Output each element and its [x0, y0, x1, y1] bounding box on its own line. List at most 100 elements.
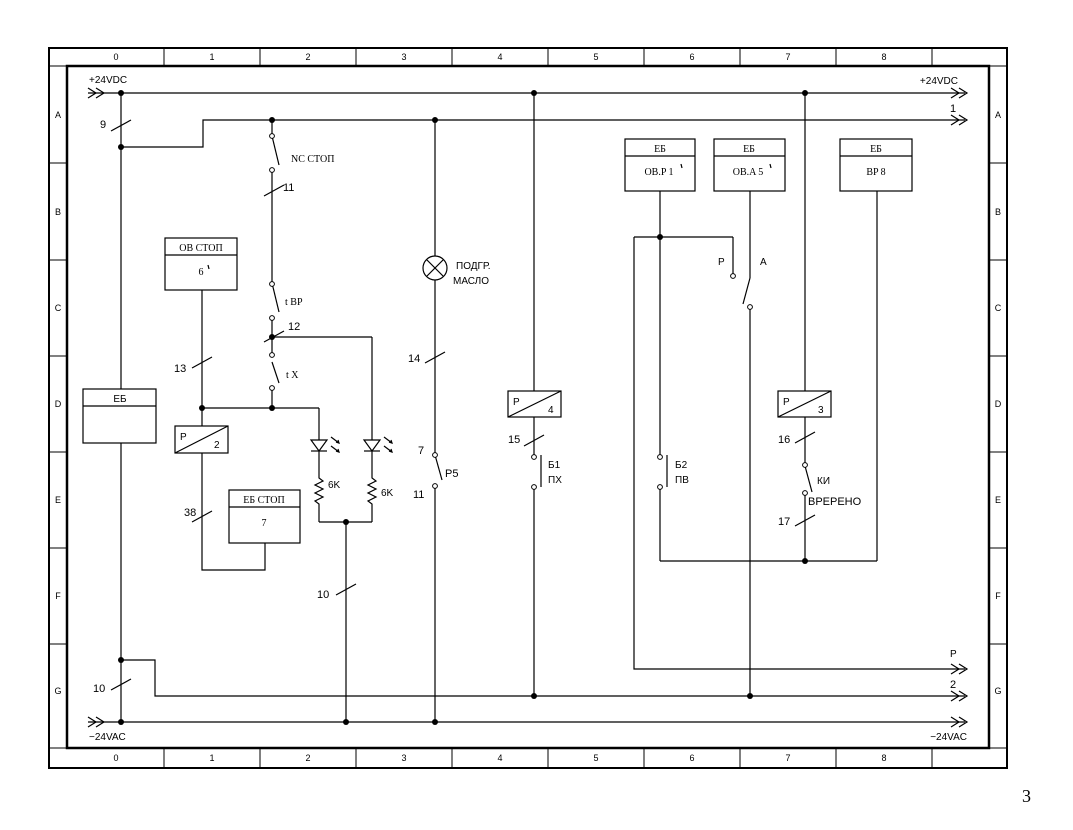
contact-ki-label-line2: ВРЕРЕНО [808, 496, 862, 508]
row-label-left: F [55, 591, 61, 601]
row-label-left: D [55, 399, 62, 409]
line-label-1: 1 [950, 103, 956, 115]
resistor-2-label: 6K [381, 488, 394, 499]
eb-oba-title: ЕБ [743, 144, 755, 155]
col-label-bottom: 1 [209, 753, 214, 763]
row-label-left: A [55, 110, 61, 120]
switch-p-label: P [718, 257, 725, 268]
row-label-right: F [995, 591, 1001, 601]
wire-label-13: 13 [174, 363, 186, 375]
eb-stop-number: 7 [262, 518, 267, 529]
contact-terminals [269, 133, 275, 391]
resistor-1-label: 6K [328, 480, 341, 491]
col-label-top: 6 [689, 52, 694, 62]
row-label-left: C [55, 303, 62, 313]
rail-label-24vdc-left: +24VDC [89, 75, 127, 86]
contact-ki-label-line1: КИ [817, 476, 830, 487]
eb-stop-title: ЕБ СТОП [243, 495, 284, 506]
col-label-bottom: 2 [305, 753, 310, 763]
col-label-top: 8 [881, 52, 886, 62]
contact-b1-label-line1: Б1 [548, 460, 561, 471]
row-label-right: D [995, 399, 1002, 409]
column2-wiring [263, 120, 373, 440]
contact-b1-label-line2: ПХ [548, 475, 562, 486]
wire-label-10-bottom: 10 [93, 683, 105, 695]
eb-bp8-title: ЕБ [870, 144, 882, 155]
eb-bp8-box: ЕБ BP 8 [839, 138, 913, 192]
wire-label-10-middle: 10 [317, 589, 329, 601]
switch-a-label: A [760, 257, 767, 268]
row-label-left: E [55, 495, 61, 505]
row-label-left: B [55, 207, 61, 217]
col-label-top: 0 [113, 52, 118, 62]
contact-b2-label-line2: ПВ [675, 475, 689, 486]
wire-label-14: 14 [408, 353, 420, 365]
column4-wiring [523, 93, 545, 696]
column7b-wiring [794, 93, 816, 561]
row-label-right: A [995, 110, 1001, 120]
eb-stop-box: ЕБ СТОП 7 [228, 489, 301, 544]
eb-obp-title: ЕБ [654, 144, 666, 155]
drawing-frame: 0 1 2 3 4 5 6 7 8 0 1 2 3 4 5 6 7 8 A B … [48, 47, 1008, 769]
ob-stop-number: 6 [199, 267, 204, 278]
rail-label-24vdc-right: +24VDC [920, 76, 958, 87]
wire-label-12: 12 [288, 321, 300, 333]
col-label-bottom: 5 [593, 753, 598, 763]
rail-label-24vac-left: −24VAC [89, 732, 126, 743]
col-label-bottom: 3 [401, 753, 406, 763]
relay-p4-number: 4 [548, 405, 554, 416]
rail-label-24vac-right: −24VAC [930, 732, 967, 743]
col-label-top: 4 [497, 52, 502, 62]
ob-stop-box: OB СТОП 6 [164, 237, 238, 291]
contact-tx-label: t X [286, 370, 299, 381]
wire-label-15: 15 [508, 434, 520, 446]
page-number: 3 [1022, 786, 1031, 806]
row-label-right: G [994, 686, 1001, 696]
col-label-top: 1 [209, 52, 214, 62]
row-label-left: G [54, 686, 61, 696]
left-column-wiring [110, 93, 132, 722]
wire-label-11-bottom: 11 [413, 489, 424, 501]
col-label-bottom: 4 [497, 753, 502, 763]
led-2 [362, 436, 393, 453]
wire-label-7: 7 [418, 445, 424, 457]
col-label-top: 2 [305, 52, 310, 62]
column3-wiring [424, 120, 446, 722]
col-label-bottom: 8 [881, 753, 886, 763]
col-label-bottom: 7 [785, 753, 790, 763]
wire-label-17: 17 [778, 516, 790, 528]
wire-label-11-top: 11 [283, 182, 294, 194]
col-label-top: 3 [401, 52, 406, 62]
relay-p3-number: 3 [818, 405, 824, 416]
led-1 [309, 436, 340, 453]
relay-p2-number: 2 [214, 440, 220, 451]
contact-nc-stop-label: NC СТОП [291, 154, 334, 165]
eb-block-left-label: ЕБ [113, 394, 127, 405]
resistor-2 [366, 451, 378, 522]
line-label-2: 2 [950, 679, 956, 691]
line-label-p: P [950, 649, 957, 660]
relay-p4-letter: P [513, 397, 520, 408]
resistor-1 [313, 451, 325, 522]
eb-obp-box: ЕБ OB.P 1 [624, 138, 696, 192]
contact-p5-label: P5 [445, 468, 458, 480]
junction-dots [118, 90, 808, 725]
col-label-top: 5 [593, 52, 598, 62]
row-label-right: B [995, 207, 1001, 217]
lamp-label-line1: ПОДГР. [456, 261, 491, 272]
ob-stop-title: OB СТОП [179, 243, 222, 254]
row-label-right: C [995, 303, 1002, 313]
relay-p3: P 3 [777, 390, 832, 418]
wire-label-38: 38 [184, 507, 196, 519]
eb-block-left: ЕБ [82, 388, 157, 444]
row-label-right: E [995, 495, 1001, 505]
lamp-label-line2: МАСЛО [453, 276, 489, 287]
column7a-wiring [742, 191, 751, 696]
eb-bp8-label: BP 8 [866, 167, 885, 178]
relay-p4: P 4 [507, 390, 562, 418]
contact-tbp-label: t BP [285, 297, 303, 308]
col-label-bottom: 6 [689, 753, 694, 763]
col-label-bottom: 0 [113, 753, 118, 763]
lamp-icon [422, 255, 448, 281]
